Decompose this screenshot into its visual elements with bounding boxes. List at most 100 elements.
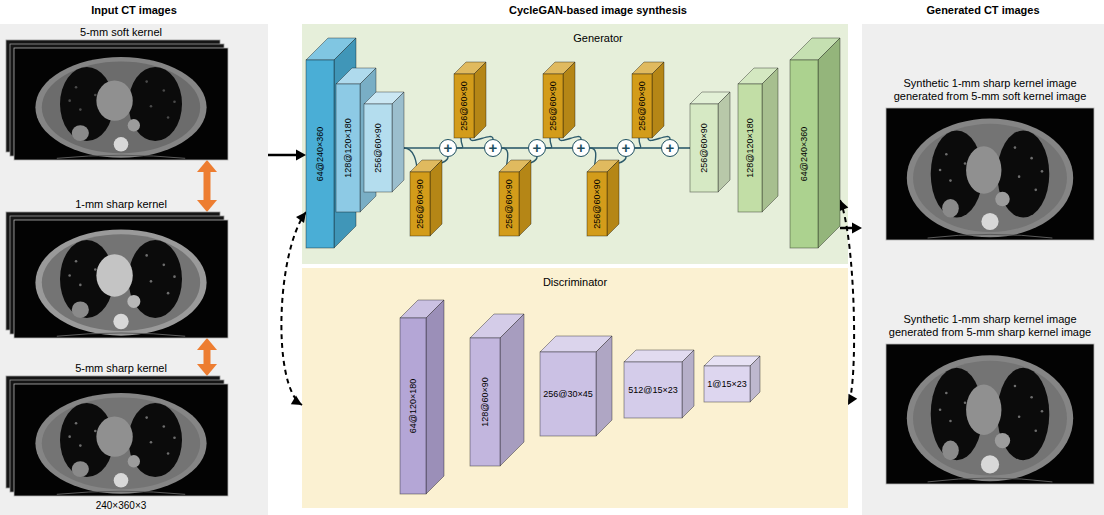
lung-vessel (150, 441, 153, 444)
lung-vessel (145, 254, 148, 257)
layer-size: 256@30×45 (543, 390, 592, 399)
feature-map-block: 256@60×90 (364, 92, 404, 192)
residual-block: 256@60×90 (454, 62, 486, 138)
lung-vessel (75, 422, 78, 425)
sum-symbol: + (662, 140, 678, 156)
ct-image: Synthetic 1-mm sharp kernel image genera… (886, 108, 1094, 240)
lung-vessel (68, 435, 71, 438)
feature-map-block: 256@30×45 (540, 336, 612, 436)
lung-vessel (94, 94, 97, 97)
body-outline (35, 229, 206, 335)
residual-line (404, 148, 439, 149)
scanner-table (57, 333, 185, 336)
arrow-head (848, 394, 857, 405)
lung-vessel (949, 179, 952, 182)
block-side-face (500, 314, 524, 466)
lung-vessel (964, 162, 967, 165)
sum-symbol: + (529, 140, 545, 156)
ct-slice (14, 384, 228, 496)
residual-line (590, 148, 617, 149)
block-front-face (364, 104, 392, 192)
block-side-face (426, 300, 444, 494)
layer-size: 256@60×90 (416, 179, 425, 228)
block-side-face (563, 62, 575, 138)
soft-tissue (42, 397, 200, 489)
lung-vessel (68, 99, 71, 102)
scan-background (14, 48, 228, 160)
main-path-line (635, 147, 661, 149)
lung-vessel (79, 444, 82, 447)
heart (96, 254, 132, 296)
skip-curve (457, 138, 463, 148)
residual-line (546, 138, 552, 148)
lung-vessel (150, 280, 153, 283)
block-front-face (400, 318, 426, 494)
feature-map-block: 128@60×90 (470, 314, 524, 466)
scan-background (886, 344, 1094, 484)
block-front-face (306, 60, 334, 248)
ct-slice (886, 108, 1094, 240)
block-side-face (519, 160, 531, 236)
lung-vessel (939, 169, 942, 172)
block-side-face (392, 92, 404, 192)
residual-line (457, 148, 484, 149)
lung-vessel (145, 80, 148, 83)
lung-vessel (163, 89, 166, 92)
residual-line (635, 148, 661, 149)
image-label: Synthetic 1-mm sharp kernel image genera… (878, 77, 1102, 105)
sum-node: + (617, 139, 635, 157)
block-side-face (718, 92, 730, 192)
arrow-shaft (268, 154, 296, 157)
main-path-line (502, 147, 528, 149)
block-shape (470, 314, 524, 466)
lung-vessel (1041, 410, 1044, 413)
block-side-face (596, 336, 612, 436)
lung-vessel (167, 292, 170, 295)
ct-slice (14, 220, 228, 338)
lung-vessel (79, 284, 82, 287)
block-side-face (818, 38, 840, 248)
layer-size: 256@60×90 (638, 81, 647, 130)
sum-node: + (572, 139, 590, 157)
soft-tissue (42, 61, 200, 153)
sum-node: + (661, 139, 679, 157)
spine (114, 473, 129, 488)
block-front-face (624, 362, 682, 418)
lung-vessel (94, 430, 97, 433)
feature-map-block: 512@15×23 (624, 350, 694, 418)
lung-vessel (75, 260, 78, 263)
lung-vessel (145, 416, 148, 419)
tumor (72, 301, 89, 318)
spine (981, 455, 999, 473)
arrow-shaft (281, 212, 306, 405)
block-front-face (738, 84, 762, 212)
layer-size: 256@60×90 (505, 179, 514, 228)
lung-vessel (1034, 189, 1037, 192)
heart (966, 146, 1001, 194)
arrow-head (197, 338, 217, 350)
lung-vessel (1030, 157, 1033, 160)
scan-background (886, 108, 1094, 240)
block-front-face (543, 74, 563, 138)
lung-vessel (1018, 175, 1021, 178)
arrow-shaft (204, 350, 211, 364)
lung-vessel (1041, 170, 1044, 173)
main-path-line (679, 147, 690, 149)
main-path-line (457, 147, 484, 149)
block-front-face (410, 172, 430, 236)
block-side-face (652, 62, 664, 138)
ct-scan (6, 376, 228, 496)
ct-image: Synthetic 1-mm sharp kernel image genera… (886, 344, 1094, 484)
scanner-table (928, 478, 1053, 482)
scan-background (14, 220, 228, 338)
image-label: 5-mm sharp kernel (75, 362, 167, 374)
body-outline (907, 355, 1073, 481)
lung-vessel (163, 264, 166, 267)
block-shape (400, 300, 444, 494)
lung-vessel (1034, 430, 1037, 433)
residual-line (546, 148, 572, 149)
arrow-head (197, 160, 217, 172)
aorta (995, 192, 1010, 207)
layer-size: 512@15×23 (628, 386, 677, 395)
